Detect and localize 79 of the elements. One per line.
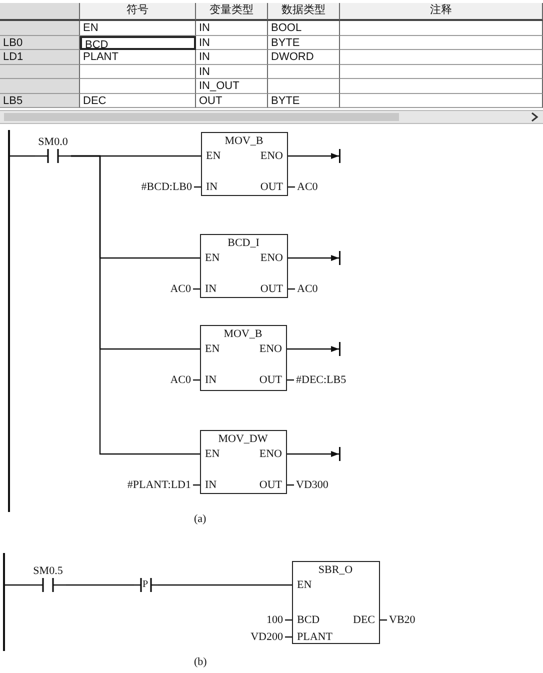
ladder-wire xyxy=(66,584,134,586)
figure-caption: (a) xyxy=(194,513,206,525)
pin-name: OUT xyxy=(259,374,282,386)
table-cell: DEC xyxy=(80,94,196,108)
table-cell: IN xyxy=(196,21,268,36)
pin-name: ENO xyxy=(259,343,282,355)
column-header: 变量类型 xyxy=(196,3,268,21)
table-cell: PLANT xyxy=(80,50,196,64)
pin-name: EN xyxy=(205,343,220,355)
pin-name: IN xyxy=(205,283,217,295)
operand-label: #DEC:LB5 xyxy=(296,374,346,386)
table-cell: BCD xyxy=(80,36,196,50)
contact-symbol xyxy=(30,565,66,593)
operand-label: AC0 xyxy=(297,283,318,295)
table-cell: IN xyxy=(196,36,268,50)
pin-name: EN xyxy=(205,252,220,264)
table-cell: LB0 xyxy=(0,36,80,50)
pin-name: EN xyxy=(297,579,312,591)
operand-label: AC0 xyxy=(297,181,318,193)
function-block xyxy=(201,132,288,196)
table-cell: DWORD xyxy=(268,50,340,64)
table-cell: BYTE xyxy=(268,94,340,108)
block-name: MOV_DW xyxy=(217,433,269,445)
pin-name: IN xyxy=(206,181,218,193)
pin-name: IN xyxy=(205,479,217,491)
block-name: SBR_O xyxy=(317,564,354,576)
operand-label: #BCD:LB0 xyxy=(141,181,192,193)
table-cell: EN xyxy=(80,21,196,36)
column-header: 注释 xyxy=(340,3,543,21)
pin-name: EN xyxy=(206,150,221,162)
table-cell: OUT xyxy=(196,94,268,108)
contact-symbol xyxy=(35,136,71,164)
contact-type: P xyxy=(142,579,148,591)
table-cell: LB5 xyxy=(0,94,80,108)
output-arrow xyxy=(287,342,340,356)
pin-name: PLANT xyxy=(297,631,332,643)
table-cell: BYTE xyxy=(268,36,340,50)
edge-contact-symbol xyxy=(134,577,158,593)
operand-label: #PLANT:LD1 xyxy=(127,479,191,491)
ladder-wire xyxy=(10,155,35,157)
function-block xyxy=(200,430,287,494)
pin-name: OUT xyxy=(260,181,283,193)
function-block xyxy=(200,325,287,391)
block-name: MOV_B xyxy=(224,135,264,147)
pin-name: ENO xyxy=(260,150,283,162)
table-cell: IN_OUT xyxy=(196,79,268,94)
ladder-wire xyxy=(71,155,200,455)
column-header: 符号 xyxy=(80,3,196,21)
pin-name: OUT xyxy=(260,283,283,295)
contact-address: SM0.5 xyxy=(32,565,64,577)
pin-name: OUT xyxy=(259,479,282,491)
pin-name: BCD xyxy=(297,614,320,626)
function-block xyxy=(292,561,380,644)
output-arrow xyxy=(288,149,340,163)
pin-name: ENO xyxy=(259,448,282,460)
operand-label: AC0 xyxy=(170,283,191,295)
operand-label: VD200 xyxy=(250,631,283,643)
table-cell: BOOL xyxy=(268,21,340,36)
pin-name: IN xyxy=(205,374,217,386)
operand-label: 100 xyxy=(266,614,283,626)
contact-address: SM0.0 xyxy=(37,136,69,148)
pin-name: ENO xyxy=(260,252,283,264)
output-arrow xyxy=(287,447,340,461)
function-block xyxy=(200,234,288,298)
block-name: BCD_I xyxy=(226,237,260,249)
table-cell: IN xyxy=(196,50,268,64)
column-header: 数据类型 xyxy=(268,3,340,21)
block-name: MOV_B xyxy=(222,328,264,340)
output-arrow xyxy=(288,251,340,265)
operand-label: VB20 xyxy=(389,614,416,626)
ladder-wire xyxy=(5,584,30,586)
figure-caption: (b) xyxy=(194,656,207,668)
table-cell: IN xyxy=(196,64,268,79)
pin-name: DEC xyxy=(353,614,375,626)
pin-name: EN xyxy=(205,448,220,460)
table-cell: LD1 xyxy=(0,50,80,64)
operand-label: VD300 xyxy=(296,479,328,491)
ladder-wire xyxy=(158,584,292,586)
operand-label: AC0 xyxy=(170,374,191,386)
